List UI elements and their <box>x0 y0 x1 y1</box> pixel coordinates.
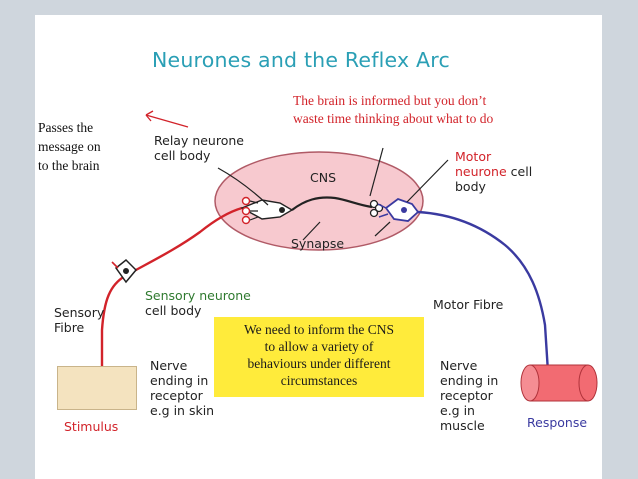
relay-pointer <box>217 167 269 206</box>
note-line: We need to inform the CNS <box>243 322 394 337</box>
note-line: message on <box>38 139 101 154</box>
motor-fibre-label: Motor Fibre <box>433 297 504 312</box>
label-line: cell body <box>145 303 202 318</box>
label-line: receptor <box>440 388 493 403</box>
label-line: e.g in skin <box>150 403 215 418</box>
note-line: to allow a variety of <box>264 339 374 354</box>
label-line: Nerve <box>440 358 478 373</box>
note-line: waste time thinking about what to do <box>293 111 494 126</box>
note-line: Passes the <box>38 120 94 135</box>
cns-ellipse <box>214 151 424 251</box>
relay-neurone-label: Relay neurone cell body <box>154 133 244 163</box>
label-word: cell <box>510 164 533 179</box>
brain-informed-note: The brain is informed but you don’t wast… <box>293 92 493 128</box>
sensory-cell-body <box>111 258 138 284</box>
synapse-terminals <box>369 199 384 218</box>
passes-message-note: Passes the message on to the brain <box>38 118 148 175</box>
nerve-muscle-label: Nerve ending in receptor e.g in muscle <box>440 358 498 433</box>
motor-neurone-label: Motor neurone cell body <box>455 149 545 194</box>
note-line: to the brain <box>38 158 100 173</box>
label-word: neurone <box>455 164 507 179</box>
nerve-skin-label: Nerve ending in receptor e.g in skin <box>150 358 214 418</box>
cns-pointer-right <box>369 147 384 197</box>
sensory-pointer <box>374 221 391 237</box>
label-line: muscle <box>440 418 485 433</box>
note-line: circumstances <box>280 373 358 388</box>
motor-pointer <box>406 159 449 203</box>
label-line: Fibre <box>54 320 85 335</box>
label-line: ending in <box>150 373 209 388</box>
label-line: ending in <box>440 373 499 388</box>
sensory-neurone-label: Sensory neurone cell body <box>145 288 251 318</box>
label-line: Relay neurone <box>154 133 244 148</box>
sensory-fibre-path <box>100 206 243 372</box>
label-line: Sensory neurone <box>145 288 251 303</box>
inform-cns-note: We need to inform the CNS to allow a var… <box>214 317 424 397</box>
synapse-label: Synapse <box>291 236 345 251</box>
label-line: cell body <box>154 148 211 163</box>
note-line: behaviours under different <box>247 356 391 371</box>
muscle-cylinder <box>520 364 598 402</box>
motor-fibre-path <box>417 210 550 373</box>
cns-label: CNS <box>310 170 337 185</box>
response-label: Response <box>527 415 588 430</box>
sensory-fibre-label: Sensory Fibre <box>54 305 104 335</box>
stimulus-label: Stimulus <box>64 419 119 434</box>
label-line: Nerve <box>150 358 188 373</box>
label-line: e.g in <box>440 403 475 418</box>
brain-arrow <box>145 114 189 128</box>
note-line: The brain is informed but you don’t <box>293 93 487 108</box>
label-line: Sensory <box>54 305 105 320</box>
label-line: body <box>455 179 486 194</box>
page-title: Neurones and the Reflex Arc <box>152 48 450 72</box>
label-line: receptor <box>150 388 203 403</box>
stimulus-box <box>57 366 137 410</box>
label-line: Motor <box>455 149 492 164</box>
synapse-pointer <box>302 221 321 241</box>
